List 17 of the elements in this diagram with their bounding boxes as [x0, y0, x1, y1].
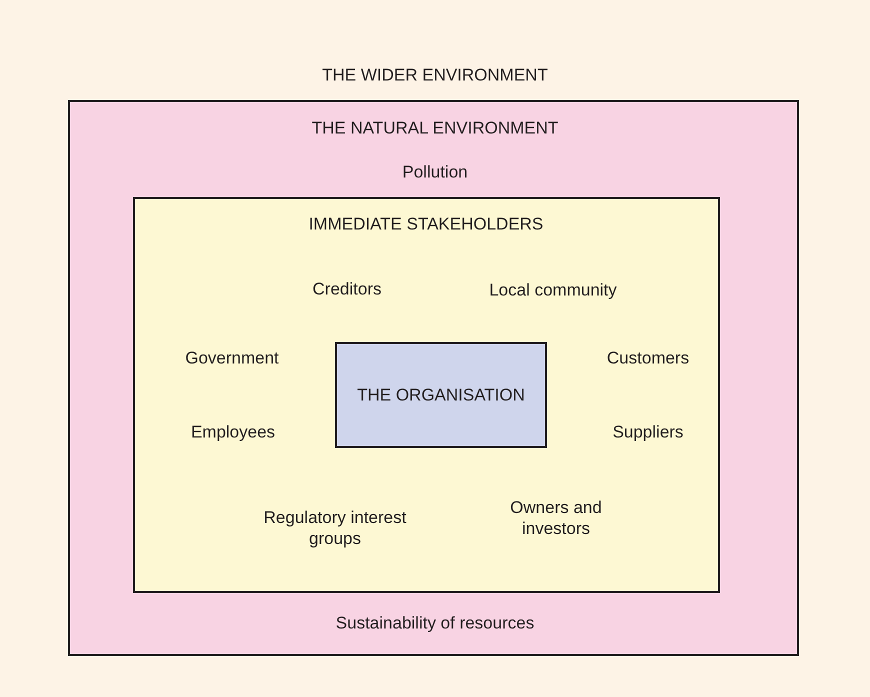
environment-label: Pollution	[401, 162, 469, 182]
stakeholder-label: Suppliers	[612, 422, 684, 442]
natural-environment-box	[68, 100, 799, 656]
stakeholder-label: Regulatory interest groups	[262, 507, 408, 549]
stakeholder-label: Creditors	[312, 278, 382, 300]
environment-label: Sustainability of resources	[334, 612, 536, 634]
stakeholder-label: Employees	[190, 422, 276, 442]
panel-heading: THE WIDER ENVIRONMENT	[321, 64, 549, 86]
stakeholder-label: Government	[184, 348, 280, 368]
box-heading: IMMEDIATE STAKEHOLDERS	[308, 214, 544, 234]
stakeholder-label: Customers	[606, 348, 690, 368]
stakeholder-label: Local community	[488, 280, 618, 300]
stakeholder-label: Owners and investors	[509, 497, 603, 539]
box-heading: THE ORGANISATION	[356, 384, 526, 406]
organisation-box	[335, 342, 547, 448]
box-heading: THE NATURAL ENVIRONMENT	[310, 118, 560, 138]
stakeholders-box	[133, 197, 720, 593]
